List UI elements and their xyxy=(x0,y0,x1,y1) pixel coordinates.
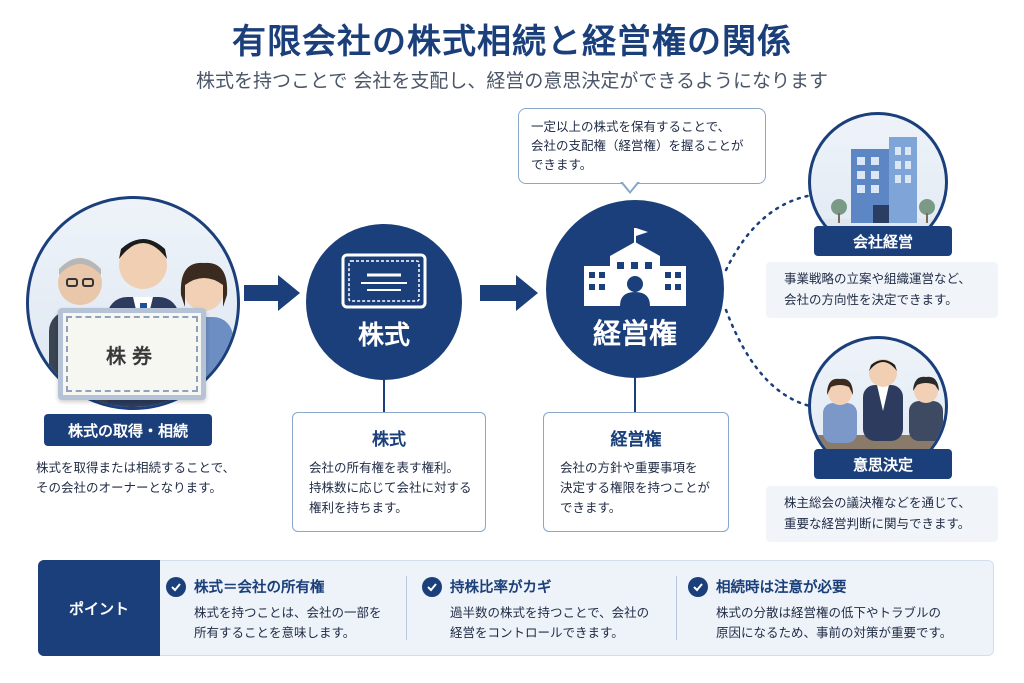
acquisition-description: 株式を取得または相続することで、 その会社のオーナーとなります。 xyxy=(36,458,256,498)
points-label: ポイント xyxy=(38,560,160,656)
point-line: 過半数の株式を持つことで、会社の xyxy=(450,605,650,620)
point-item-ratio: 持株比率がカギ 過半数の株式を持つことで、会社の 経営をコントロールできます。 xyxy=(422,576,672,643)
stock-connector xyxy=(383,380,385,414)
check-icon xyxy=(166,576,186,597)
company-management-line: 会社の方向性を決定できます。 xyxy=(784,292,958,307)
point-line: 経営をコントロールできます。 xyxy=(450,625,624,640)
stock-info-box: 株式 会社の所有権を表す権利。 持株数に応じて会社に対する 権利を持ちます。 xyxy=(292,412,486,532)
points-divider xyxy=(676,576,677,640)
company-management-box: 事業戦略の立案や組織運営など、 会社の方向性を決定できます。 xyxy=(766,262,998,318)
stock-circle-label: 株式 xyxy=(357,320,410,351)
point-line: 株式の分散は経営権の低下やトラブルの xyxy=(716,605,942,620)
acquisition-line: 株式を取得または相続することで、 xyxy=(36,460,236,475)
stock-circle: 株式 xyxy=(306,224,462,380)
building-person-icon xyxy=(584,228,686,306)
stock-line: 会社の所有権を表す権利。 xyxy=(309,460,460,475)
stock-line: 権利を持ちます。 xyxy=(309,500,408,515)
management-circle: 経営権 xyxy=(546,200,724,378)
management-connector xyxy=(634,378,636,412)
acquisition-line: その会社のオーナーとなります。 xyxy=(36,480,222,495)
point-title: 相続時は注意が必要 xyxy=(716,580,847,596)
point-title: 持株比率がカギ xyxy=(450,580,552,596)
check-icon xyxy=(422,576,442,597)
decision-making-box: 株主総会の議決権などを通じて、 重要な経営判断に関与できます。 xyxy=(766,486,998,542)
management-circle-label: 経営権 xyxy=(592,317,677,350)
stock-certificate-label: 株券 xyxy=(66,316,198,392)
points-panel xyxy=(38,560,994,656)
stock-certificate-frame xyxy=(58,308,206,400)
company-management-line: 事業戦略の立案や組織運営など、 xyxy=(784,271,971,286)
point-line: 株式を持つことは、会社の一部を xyxy=(194,605,382,620)
management-line: 決定する権限を持つことが xyxy=(560,480,711,495)
control-callout: 一定以上の株式を保有することで、 会社の支配権（経営権）を握ることが できます。 xyxy=(518,108,766,184)
stock-line: 持株数に応じて会社に対する xyxy=(309,480,472,495)
page-title: 有限会社の株式相続と経営権の関係 xyxy=(232,22,792,62)
management-box-title: 経営権 xyxy=(610,430,662,450)
decision-making-line: 重要な経営判断に関与できます。 xyxy=(784,516,971,531)
management-info-box: 経営権 会社の方針や重要事項を 決定する権限を持つことが できます。 xyxy=(543,412,729,532)
management-line: 会社の方針や重要事項を xyxy=(560,460,698,475)
point-item-inheritance: 相続時は注意が必要 株式の分散は経営権の低下やトラブルの 原因になるため、事前の… xyxy=(688,576,988,643)
callout-tail-inner xyxy=(622,181,638,191)
flow-arrow-1 xyxy=(244,275,300,311)
flow-arrow-2 xyxy=(480,275,538,311)
stock-box-title: 株式 xyxy=(372,430,406,450)
management-line: できます。 xyxy=(560,500,622,515)
point-title: 株式＝会社の所有権 xyxy=(194,580,325,596)
acquisition-pill: 株式の取得・相続 xyxy=(44,414,212,446)
callout-line: できます。 xyxy=(531,157,593,172)
certificate-icon xyxy=(341,253,427,308)
point-item-ownership: 株式＝会社の所有権 株式を持つことは、会社の一部を 所有することを意味します。 xyxy=(166,576,396,643)
page-subtitle: 株式を持つことで 会社を支配し、経営の意思決定ができるようになります xyxy=(195,70,829,92)
decision-making-pill: 意思決定 xyxy=(814,449,952,479)
point-line: 所有することを意味します。 xyxy=(194,625,356,640)
company-management-pill: 会社経営 xyxy=(814,226,952,256)
callout-line: 会社の支配権（経営権）を握ることが xyxy=(531,138,744,153)
callout-line: 一定以上の株式を保有することで、 xyxy=(531,119,731,134)
point-line: 原因になるため、事前の対策が重要です。 xyxy=(716,625,953,640)
check-icon xyxy=(688,576,708,597)
dotted-connectors xyxy=(724,192,822,410)
decision-making-line: 株主総会の議決権などを通じて、 xyxy=(784,495,971,510)
points-divider xyxy=(406,576,407,640)
